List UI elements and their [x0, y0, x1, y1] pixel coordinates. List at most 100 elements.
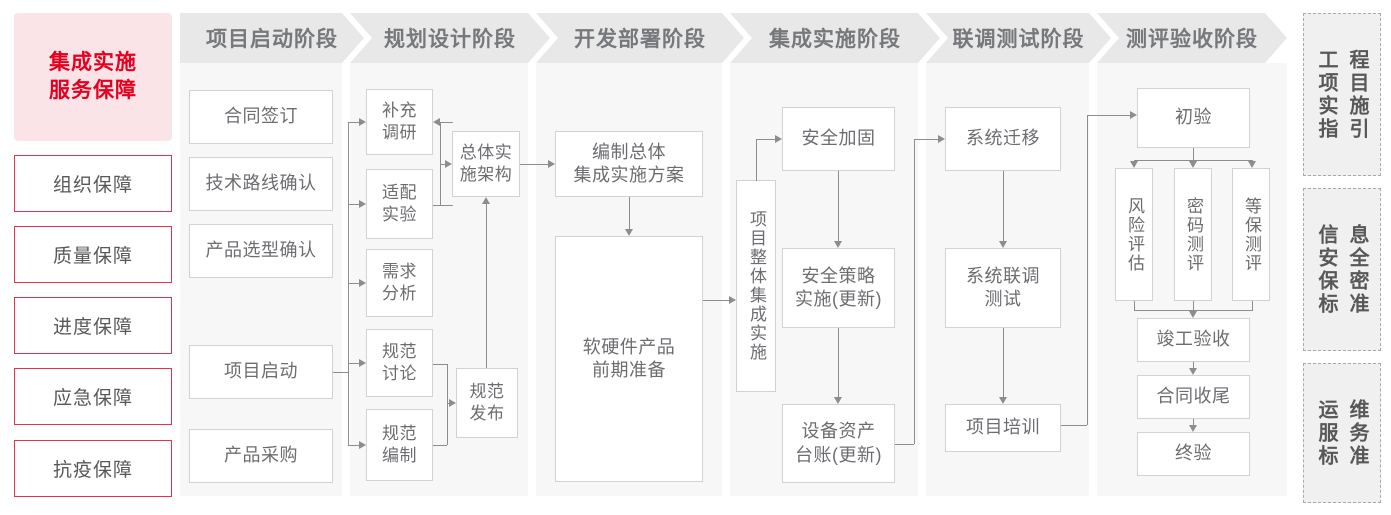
node-spec-drafting[interactable]: 规范 编制 — [366, 409, 433, 481]
connector-migration-to-joint-test — [1003, 171, 1004, 241]
node-spec-release[interactable]: 规范 发布 — [456, 368, 518, 438]
node-equipment-asset-ledger[interactable]: 设备资产 台账(更新) — [782, 404, 895, 483]
node-final-acceptance[interactable]: 终验 — [1137, 432, 1250, 476]
phase-header-p4: 集成实施阶段 — [730, 13, 940, 63]
connector-policy-to-ledger — [838, 328, 839, 397]
arrow-down-to-cryptography-evaluation — [1188, 161, 1197, 168]
arrow-to-spec-release — [449, 398, 456, 407]
node-overall-project-integration[interactable]: 项目整体集成实施 — [736, 180, 776, 392]
connector-closeout-to-final — [1193, 419, 1194, 425]
arrow-to-spec-discussion — [359, 358, 366, 367]
arrow-down-to-security-policy — [833, 241, 842, 248]
node-preliminary-acceptance[interactable]: 初验 — [1137, 88, 1250, 148]
guarantee-hero: 集成实施 服务保障 — [14, 13, 172, 141]
connector-hardening-to-policy — [838, 171, 839, 241]
phase-header-p1: 项目启动阶段 — [180, 13, 364, 63]
standard-box-project-guideline[interactable]: 程目施引 工项实指 — [1303, 13, 1381, 176]
node-spec-discussion[interactable]: 规范 讨论 — [366, 329, 433, 397]
connector-risk-tail — [1134, 301, 1135, 310]
connector-training-out — [1061, 425, 1087, 426]
connector-crypto-tail — [1193, 301, 1194, 310]
guarantee-hero-line1: 集成实施 — [49, 50, 137, 74]
node-contract-signing[interactable]: 合同签订 — [189, 90, 333, 144]
node-product-procurement[interactable]: 产品采购 — [189, 429, 333, 483]
node-cryptography-evaluation[interactable]: 密码测评 — [1174, 168, 1212, 301]
node-mlps-evaluation[interactable]: 等保测评 — [1232, 168, 1270, 301]
node-system-migration[interactable]: 系统迁移 — [945, 107, 1061, 171]
node-requirement-analysis[interactable]: 需求 分析 — [366, 249, 433, 317]
node-completion-acceptance[interactable]: 竣工验收 — [1137, 318, 1250, 362]
node-hw-sw-preparation[interactable]: 软硬件产品 前期准备 — [555, 236, 703, 482]
node-system-joint-debug-test[interactable]: 系统联调 测试 — [945, 248, 1061, 328]
arrow-down-to-preparation — [624, 229, 633, 236]
connector-ledger-to-migration — [914, 139, 938, 140]
standard-box-om-service[interactable]: 维务准 运服标 — [1303, 363, 1381, 503]
sidebar-item-quality[interactable]: 质量保障 — [14, 226, 172, 283]
node-supplementary-research[interactable]: 补充 调研 — [366, 89, 433, 155]
node-overall-implementation-architecture[interactable]: 总体实 施架构 — [452, 131, 520, 197]
connector-integration-riser — [756, 139, 757, 181]
connector-spec-merge-to-release — [447, 403, 449, 404]
phase-header-p3: 开发部署阶段 — [536, 13, 744, 63]
standard-col-right-1: 程目施引 — [1346, 48, 1368, 141]
connector-mlps-tail — [1252, 301, 1253, 310]
connector-release-to-architecture — [486, 204, 487, 368]
phase-header-p5: 联调测试阶段 — [926, 13, 1111, 63]
connector-spec-merge-riser — [447, 364, 448, 445]
node-adaptation-experiment[interactable]: 适配 实验 — [366, 169, 433, 239]
connector-integration-to-hardening — [756, 139, 775, 140]
arrow-down-to-final-acceptance — [1188, 425, 1197, 432]
node-security-hardening[interactable]: 安全加固 — [782, 107, 895, 171]
arrow-up-to-overall-architecture — [481, 197, 490, 204]
node-contract-closeout[interactable]: 合同收尾 — [1137, 375, 1250, 419]
arrow-down-to-project-training — [998, 397, 1007, 404]
arrow-down-to-completion-acceptance — [1188, 311, 1197, 318]
phase-header-p2: 规划设计阶段 — [350, 13, 550, 63]
arrow-to-overall-architecture — [445, 159, 452, 168]
sidebar-item-schedule[interactable]: 进度保障 — [14, 297, 172, 354]
connector-ledger-riser — [914, 139, 915, 444]
arrow-to-supplementary-research — [359, 117, 366, 126]
connector-eval-merge-bar — [1134, 310, 1253, 311]
arrow-to-preliminary-acceptance — [1130, 110, 1137, 119]
arrow-to-spec-drafting — [359, 440, 366, 449]
connector-trunk-to-adaptation — [348, 204, 359, 205]
standard-col-left-1: 工项实指 — [1315, 48, 1337, 141]
node-compile-overall-plan[interactable]: 编制总体 集成实施方案 — [555, 131, 703, 197]
arrow-to-compile-overall-plan — [548, 159, 555, 168]
arrow-to-system-migration — [938, 134, 945, 143]
arrow-down-to-contract-closeout — [1188, 368, 1197, 375]
node-product-selection-confirm[interactable]: 产品选型确认 — [189, 224, 333, 278]
arrow-down-to-risk-assessment — [1129, 161, 1138, 168]
connector-adaptation-bracket-bottom — [433, 205, 453, 206]
connector-trunk-to-spec-discussion — [348, 363, 359, 364]
sidebar-item-emergency[interactable]: 应急保障 — [14, 368, 172, 425]
arrow-down-to-equipment-ledger — [833, 397, 842, 404]
connector-ledger-out — [895, 444, 914, 445]
connector-research-bracket-top — [440, 122, 453, 123]
connector-training-riser — [1087, 115, 1088, 425]
standard-box-infosec[interactable]: 息全密准 信安保标 — [1303, 188, 1381, 351]
sidebar-item-organization[interactable]: 组织保障 — [14, 155, 172, 212]
arrow-back-to-supplementary-research — [433, 117, 440, 126]
node-risk-assessment[interactable]: 风险评估 — [1115, 168, 1153, 301]
node-tech-route-confirm[interactable]: 技术路线确认 — [189, 157, 333, 211]
connector-training-to-preliminary — [1087, 115, 1130, 116]
connector-plan-to-preparation — [629, 197, 630, 229]
phase-header-p6: 测评验收阶段 — [1097, 13, 1287, 63]
node-project-kickoff[interactable]: 项目启动 — [189, 345, 333, 399]
connector-trunk-to-research — [348, 122, 359, 123]
connector-kickoff-to-trunk — [333, 372, 348, 373]
node-project-training[interactable]: 项目培训 — [945, 404, 1061, 452]
connector-joint-test-to-training — [1003, 328, 1004, 397]
node-security-policy-implementation[interactable]: 安全策略 实施(更新) — [782, 248, 895, 328]
standard-col-right-3: 维务准 — [1346, 398, 1368, 468]
guarantee-hero-line2: 服务保障 — [49, 79, 137, 102]
arrow-to-adaptation-experiment — [359, 199, 366, 208]
arrow-down-to-joint-test — [998, 241, 1007, 248]
arrow-to-security-hardening — [775, 134, 782, 143]
connector-spec-discussion-out — [433, 364, 447, 365]
connector-research-adaptation-riser — [440, 122, 441, 205]
sidebar-item-epidemic[interactable]: 抗疫保障 — [14, 440, 172, 497]
